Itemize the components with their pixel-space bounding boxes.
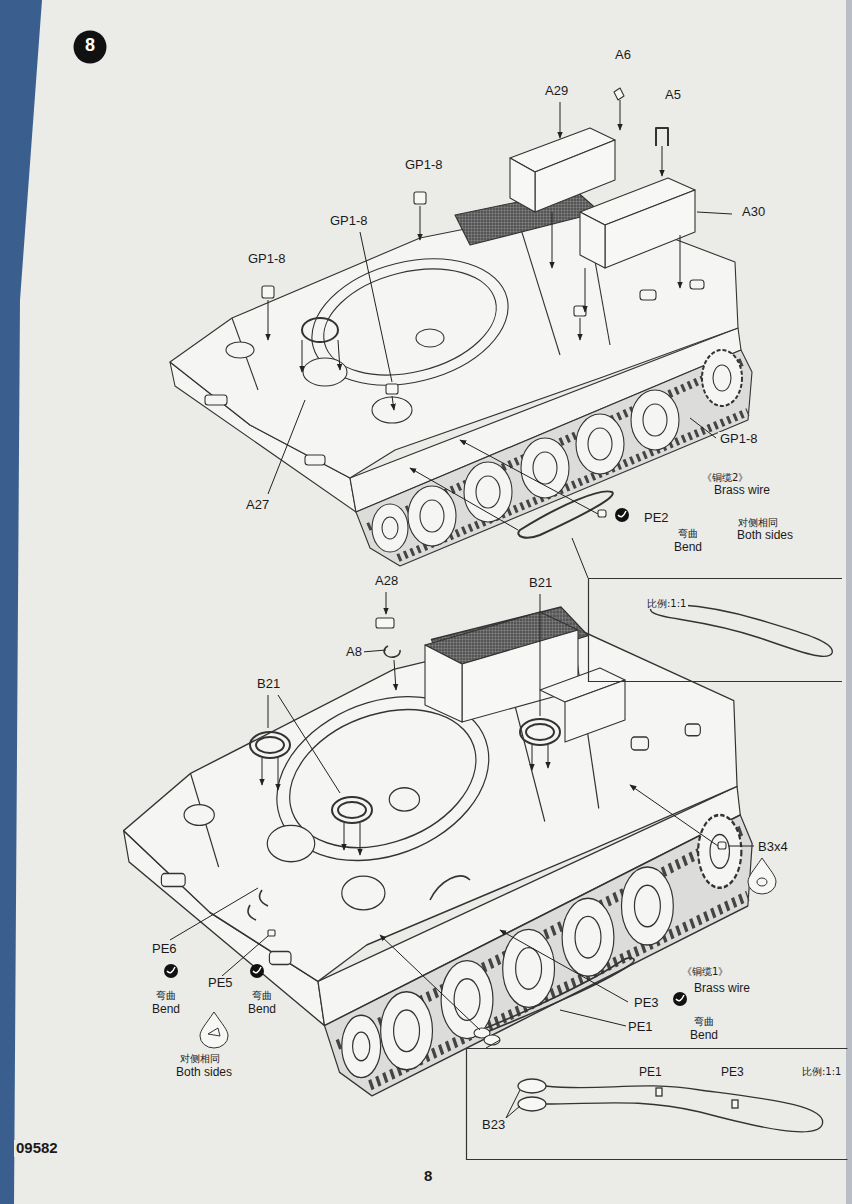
inset-label: PE3 bbox=[719, 1066, 746, 1079]
part-label: B3x4 bbox=[756, 840, 790, 854]
part-label: Both sides bbox=[735, 529, 795, 542]
part-label: A8 bbox=[344, 645, 364, 659]
inset-border bbox=[467, 1049, 848, 1160]
part-label: Bend bbox=[246, 1003, 278, 1016]
step-circle-shape bbox=[74, 31, 107, 64]
part-label: 《铜缆1》 bbox=[680, 966, 730, 977]
part-label: GP1-8 bbox=[403, 158, 445, 172]
part-label: GP1-8 bbox=[328, 214, 370, 228]
part-label: 弯曲 bbox=[692, 1016, 716, 1027]
part-label: 对侧相同 bbox=[178, 1053, 222, 1064]
part-label: Both sides bbox=[174, 1066, 234, 1079]
part-label: 8 bbox=[422, 1168, 434, 1185]
part-label: A6 bbox=[613, 48, 633, 62]
part-label: GP1-8 bbox=[246, 252, 288, 266]
part-label: PE1 bbox=[626, 1020, 655, 1034]
part-label: GP1-8 bbox=[718, 432, 760, 446]
part-label: A30 bbox=[740, 205, 767, 219]
part-label: PE5 bbox=[206, 976, 235, 990]
inset-label: B23 bbox=[480, 1118, 507, 1132]
part-label: Bend bbox=[688, 1029, 720, 1042]
part-label: Bend bbox=[150, 1003, 182, 1016]
inset-label: 比例:1:1 bbox=[645, 598, 688, 609]
part-label: PE3 bbox=[632, 996, 661, 1010]
scale-inset: PE1 PE3 比例:1:1B23 bbox=[466, 1048, 847, 1160]
scale-inset: 比例:1:1 bbox=[588, 578, 842, 682]
inset-label: 比例:1:1 bbox=[800, 1066, 843, 1077]
part-label: Brass wire bbox=[692, 982, 752, 995]
part-label: 对侧相同 bbox=[736, 517, 780, 528]
step-number: 8 bbox=[73, 30, 107, 64]
inset-frame bbox=[588, 578, 842, 682]
part-label: Brass wire bbox=[712, 484, 772, 497]
step-number-text: 8 bbox=[73, 30, 107, 60]
inset-border bbox=[589, 579, 843, 682]
part-label: A29 bbox=[543, 84, 570, 98]
part-label: A28 bbox=[373, 574, 400, 588]
part-label: 弯曲 bbox=[154, 990, 178, 1001]
part-label: 弯曲 bbox=[250, 990, 274, 1001]
part-label: A5 bbox=[663, 88, 683, 102]
part-label: Bend bbox=[672, 541, 704, 554]
part-label: PE6 bbox=[150, 942, 179, 956]
part-label: 《铜缆2》 bbox=[700, 472, 750, 483]
part-label: B21 bbox=[255, 677, 282, 691]
part-label: 09582 bbox=[14, 1140, 60, 1157]
part-label: PE2 bbox=[642, 511, 671, 525]
inset-label: PE1 bbox=[637, 1066, 664, 1079]
part-label: B21 bbox=[527, 576, 554, 590]
part-label: 弯曲 bbox=[676, 528, 700, 539]
inset-frame bbox=[466, 1048, 847, 1160]
part-label: A27 bbox=[244, 498, 271, 512]
